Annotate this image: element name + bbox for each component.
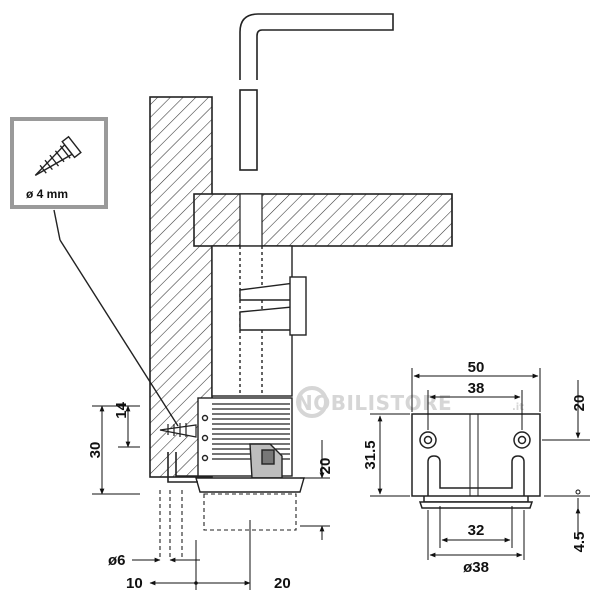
side-dim-20-right: 20 <box>317 458 334 475</box>
front-dim-point <box>575 489 581 495</box>
front-dimensions <box>370 368 590 560</box>
front-dim-50: 50 <box>468 359 485 376</box>
allen-key <box>239 13 394 171</box>
fitting-body-side <box>195 397 305 493</box>
side-dim-30: 30 <box>87 442 104 459</box>
screw-callout: ø 4 mm <box>10 117 108 209</box>
side-dim-10: 10 <box>126 575 143 592</box>
side-dimensions <box>92 405 330 590</box>
bracket-hook-side <box>167 452 198 483</box>
cup-hidden-lines <box>159 490 297 560</box>
shelf <box>193 193 453 247</box>
watermark-brand: NOBILISTORE <box>296 391 452 415</box>
screw-side <box>159 423 197 438</box>
cam-housing-side <box>211 245 307 397</box>
front-dim-20-right: 20 <box>571 395 588 412</box>
front-dim-31-5: 31.5 <box>362 440 379 469</box>
front-dim-32: 32 <box>468 522 485 539</box>
front-dim-4-5: 4.5 <box>571 532 588 553</box>
front-dim-38-top: 38 <box>468 380 485 397</box>
side-dim-20-bottom: 20 <box>274 575 291 592</box>
watermark-suffix: .it <box>512 402 524 413</box>
screw-diameter-label: ø 4 mm <box>26 187 68 201</box>
front-dim-phi38: ø38 <box>463 559 489 576</box>
side-dim-origin <box>194 581 198 585</box>
watermark: NOBILISTORE .it <box>296 386 524 418</box>
side-dim-phi6: ø6 <box>108 552 126 569</box>
callout-leader-a <box>53 209 61 241</box>
fitting-front-view <box>411 413 541 509</box>
screw-icon <box>34 135 82 176</box>
side-dim-14: 14 <box>113 401 130 418</box>
callout-leader-b <box>59 239 179 427</box>
